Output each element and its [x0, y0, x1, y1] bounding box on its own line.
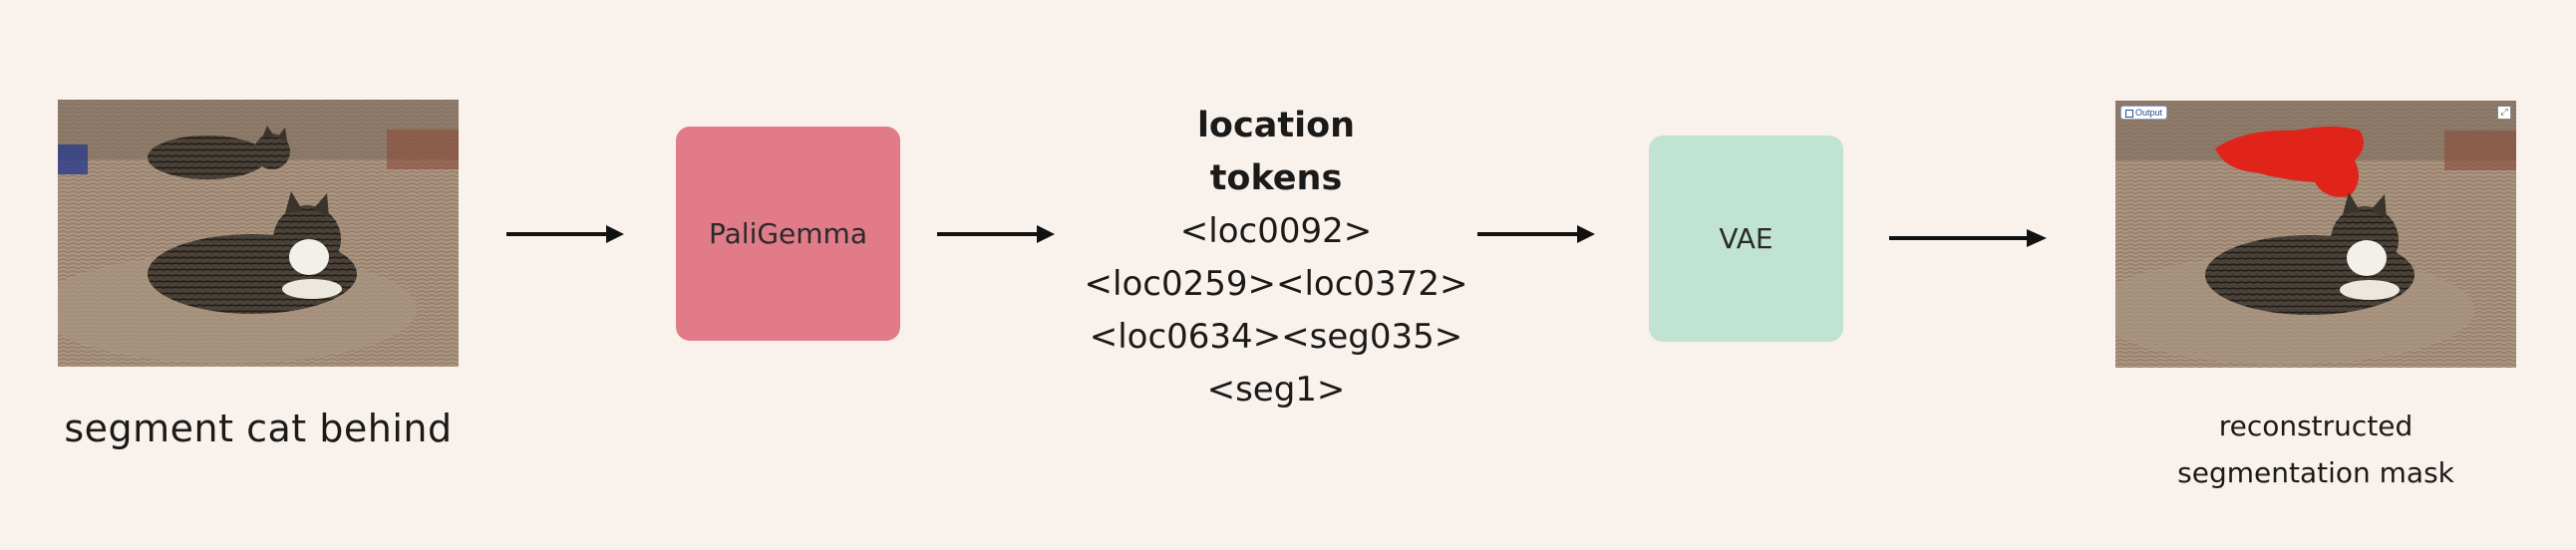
- arrow-tokens-to-vae: [1477, 219, 1595, 249]
- paligemma-label: PaliGemma: [709, 217, 867, 250]
- input-image: [58, 100, 459, 367]
- tokens-heading-line1: location: [1196, 106, 1356, 145]
- output-caption-line2: segmentation mask: [2177, 456, 2454, 489]
- token-line: <loc0259><loc0372>: [1084, 264, 1468, 304]
- paligemma-model-box: PaliGemma: [676, 127, 900, 341]
- token-line: <loc0092>: [1179, 211, 1373, 251]
- vae-decoder-box: VAE: [1649, 136, 1843, 342]
- expand-icon: ⤢: [2497, 106, 2511, 120]
- output-caption-line1: reconstructed: [2218, 410, 2414, 442]
- segmented-cats-photo: [2115, 101, 2516, 368]
- arrow-model-to-tokens: [937, 219, 1055, 249]
- vae-label: VAE: [1719, 222, 1773, 255]
- arrow-vae-to-output: [1889, 223, 2047, 253]
- cats-on-nets-photo: [58, 100, 459, 367]
- tokens-heading-line2: tokens: [1209, 158, 1343, 198]
- location-tokens-block: location tokens <loc0092> <loc0259><loc0…: [1057, 100, 1495, 416]
- output-badge: Output: [2120, 106, 2168, 120]
- segmentation-mask: [2215, 127, 2364, 197]
- token-line: <loc0634><seg035>: [1089, 317, 1463, 357]
- token-line: <seg1>: [1206, 370, 1346, 410]
- input-prompt-caption: segment cat behind: [64, 407, 453, 450]
- output-caption: reconstructed segmentation mask: [2076, 403, 2556, 496]
- arrow-input-to-model: [506, 219, 624, 249]
- output-image: Output ⤢: [2115, 101, 2516, 368]
